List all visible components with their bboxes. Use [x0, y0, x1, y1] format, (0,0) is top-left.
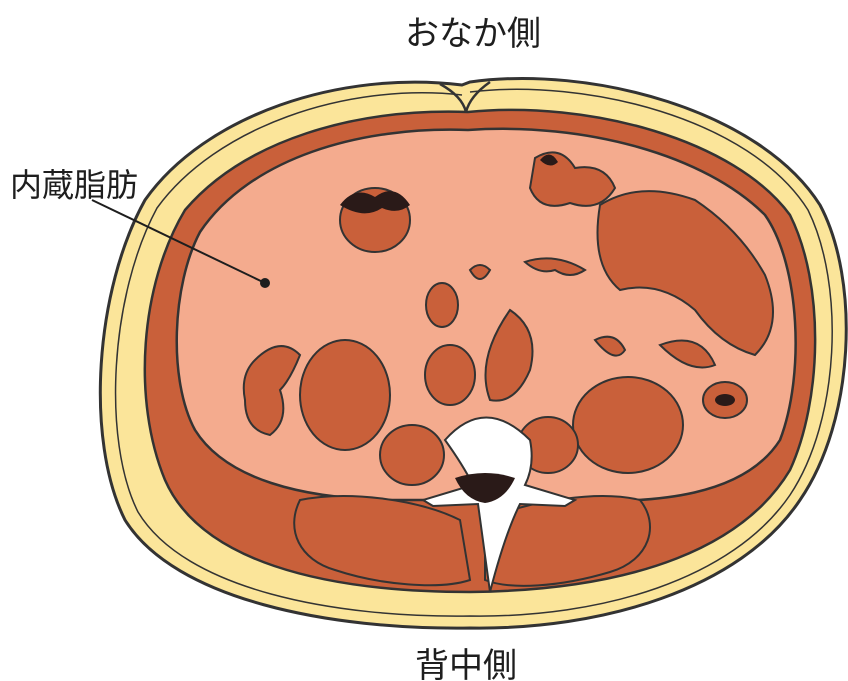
label-visceral-fat: 内蔵脂肪: [10, 160, 138, 206]
organ-bowel-left: [300, 340, 390, 450]
organ-intestine-small-3: [426, 283, 458, 327]
label-front-side: おなか側: [405, 6, 541, 55]
organ-right-kidney: [573, 377, 683, 473]
organ-bowel-lower: [380, 425, 444, 485]
organ-bowel-mid: [425, 345, 475, 405]
label-back-side: 背中側: [415, 638, 517, 681]
gas-pocket-3: [715, 394, 735, 406]
visceral-fat-pointer-dot: [260, 278, 270, 288]
